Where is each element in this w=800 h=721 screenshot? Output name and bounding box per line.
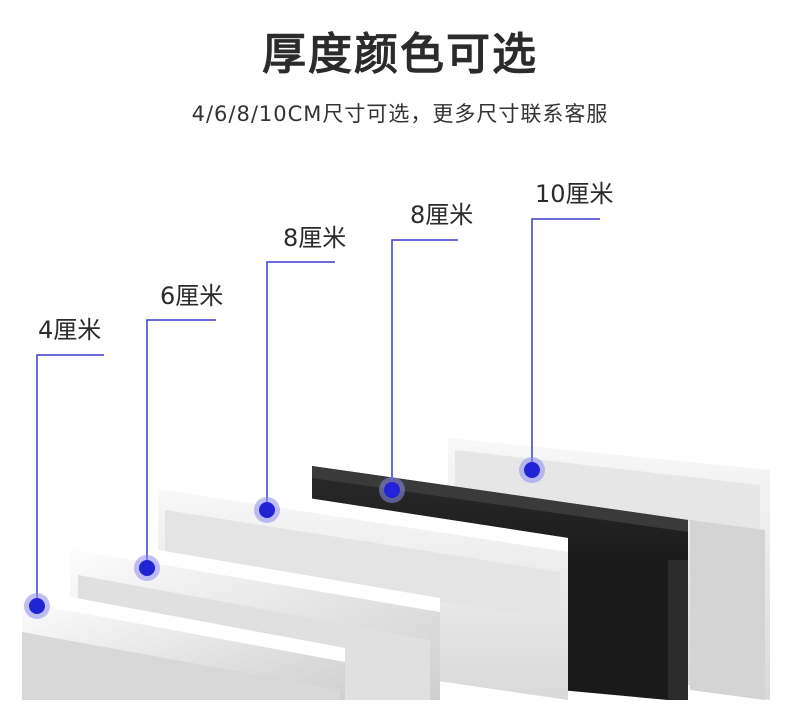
marker-dot-8cm-white <box>259 502 275 518</box>
markers <box>24 457 545 619</box>
marker-dot-6cm <box>139 560 155 576</box>
marker-dot-4cm <box>29 598 45 614</box>
size-label-4cm: 4厘米 <box>38 316 102 344</box>
leader-line-8cm-white <box>266 261 335 510</box>
leader-line-10cm <box>531 218 600 470</box>
leader-lines <box>36 218 600 606</box>
size-label-8cm-black: 8厘米 <box>410 201 474 229</box>
marker-dot-8cm-black <box>384 482 400 498</box>
marker-dot-10cm <box>524 462 540 478</box>
size-label-10cm: 10厘米 <box>535 180 614 208</box>
page-title: 厚度颜色可选 <box>262 29 538 80</box>
size-label-8cm-white: 8厘米 <box>283 224 347 252</box>
size-label-6cm: 6厘米 <box>160 282 224 310</box>
leader-line-8cm-black <box>391 239 458 490</box>
profile-4cm <box>22 588 345 700</box>
page-subtitle: 4/6/8/10CM尺寸可选，更多尺寸联系客服 <box>191 102 609 126</box>
leader-line-4cm <box>36 354 104 606</box>
leader-line-6cm <box>146 319 216 568</box>
